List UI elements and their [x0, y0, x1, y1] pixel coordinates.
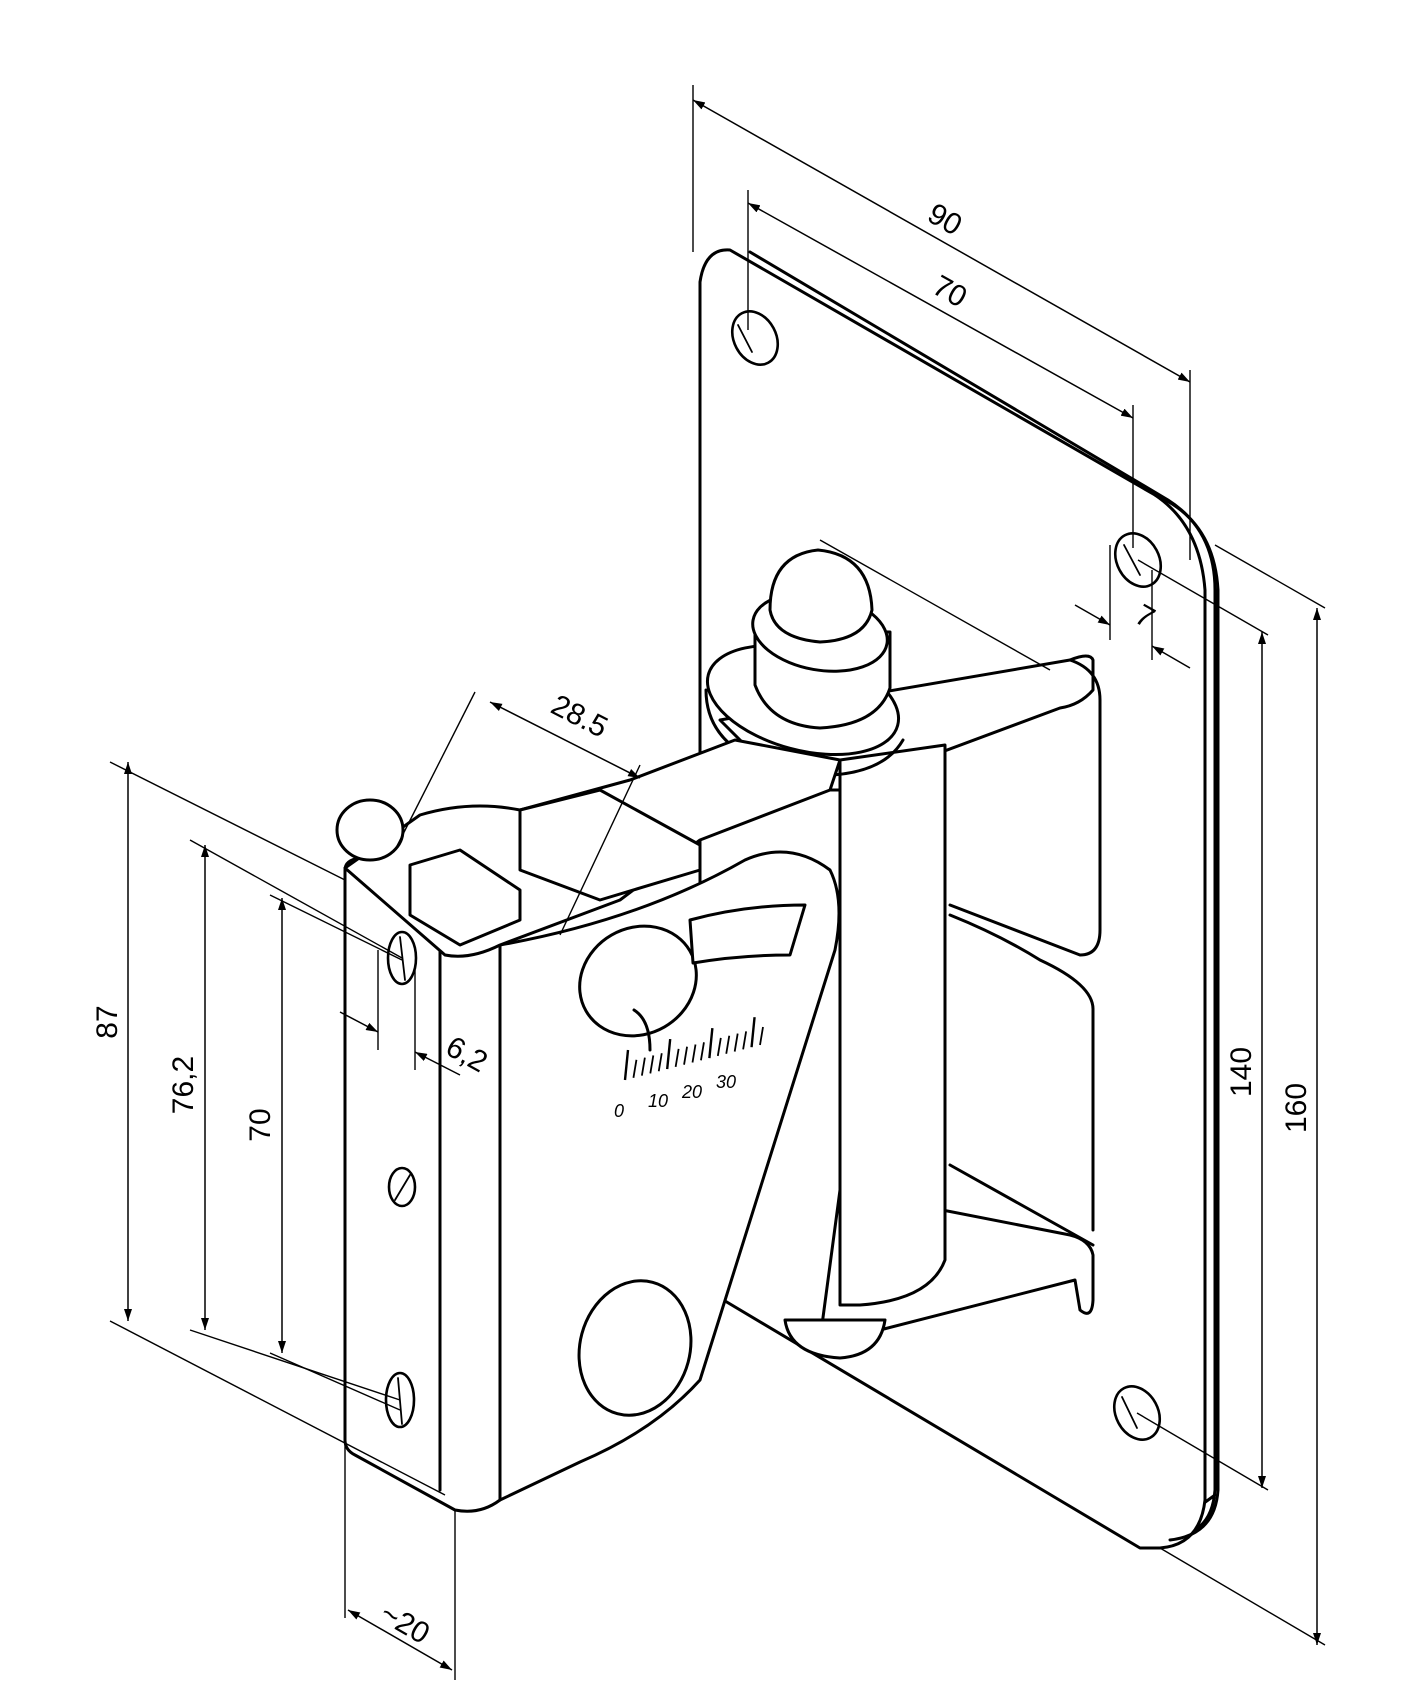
dimension-hole-spacing-vertical: 140	[1136, 559, 1269, 1491]
scale-tick	[716, 1037, 722, 1057]
dimension-clamp-height: 87	[91, 761, 446, 1496]
pivot-column	[838, 743, 947, 1307]
tilt-scale-labels: 0 10 20 30	[614, 1072, 736, 1121]
dimension-label-87: 87	[91, 1005, 124, 1038]
pinch-screw-block	[408, 848, 522, 947]
scale-label-0: 0	[614, 1101, 624, 1121]
tilt-scale-window	[688, 903, 807, 965]
tilt-knob-upper	[578, 924, 698, 1038]
wall-plate-edge	[1153, 493, 1220, 1542]
dome-top	[768, 548, 874, 644]
rear-knob	[335, 798, 405, 862]
scale-tick	[759, 1026, 764, 1046]
channel-opening	[518, 788, 702, 902]
scale-tick	[640, 1057, 646, 1076]
dimension-label-20: ~20	[374, 1597, 435, 1651]
tilt-knob-lower	[577, 1279, 693, 1417]
scale-tick	[649, 1055, 655, 1074]
scale-tick	[665, 1038, 672, 1070]
pivot-assembly	[704, 548, 947, 1360]
bottom-washer	[783, 1318, 887, 1360]
scale-tick	[733, 1033, 739, 1052]
scale-tick	[700, 1042, 705, 1061]
scale-label-20: 20	[681, 1082, 702, 1102]
clamp-hole-middle	[387, 1166, 417, 1208]
dimension-label-140: 140	[1225, 1047, 1258, 1097]
dimension-plate-height: 160	[1159, 544, 1326, 1646]
upper-arm-flange	[948, 658, 1102, 957]
scale-tick	[725, 1035, 731, 1054]
dimension-label-76-2: 76,2	[167, 1056, 200, 1114]
dimension-clamp-hole-spacing-outer: 76,2	[167, 839, 403, 1401]
scale-tick	[742, 1031, 748, 1050]
dimension-label-70-clamp: 70	[244, 1108, 277, 1141]
dimension-label-90: 90	[922, 197, 967, 242]
dimension-label-160: 160	[1280, 1083, 1313, 1133]
clamp-front-face	[343, 856, 502, 1513]
scale-label-10: 10	[648, 1091, 668, 1111]
scale-tick	[683, 1046, 688, 1065]
scale-tick	[657, 1053, 663, 1072]
scale-tick	[750, 1017, 756, 1048]
scale-tick	[674, 1048, 680, 1068]
scale-tick	[623, 1049, 630, 1081]
dimension-clamp-hole-spacing-inner: 70	[244, 894, 403, 1411]
scale-tick	[708, 1028, 714, 1059]
tilt-scale-ticks	[623, 1017, 764, 1081]
arm-web	[948, 913, 1095, 1232]
scale-tick	[632, 1059, 638, 1078]
dimension-hole-diameter: 7	[1074, 545, 1191, 669]
clamp-body: 0 10 20 30	[335, 738, 842, 1513]
scale-tick	[691, 1044, 697, 1063]
scale-label-30: 30	[716, 1072, 736, 1092]
